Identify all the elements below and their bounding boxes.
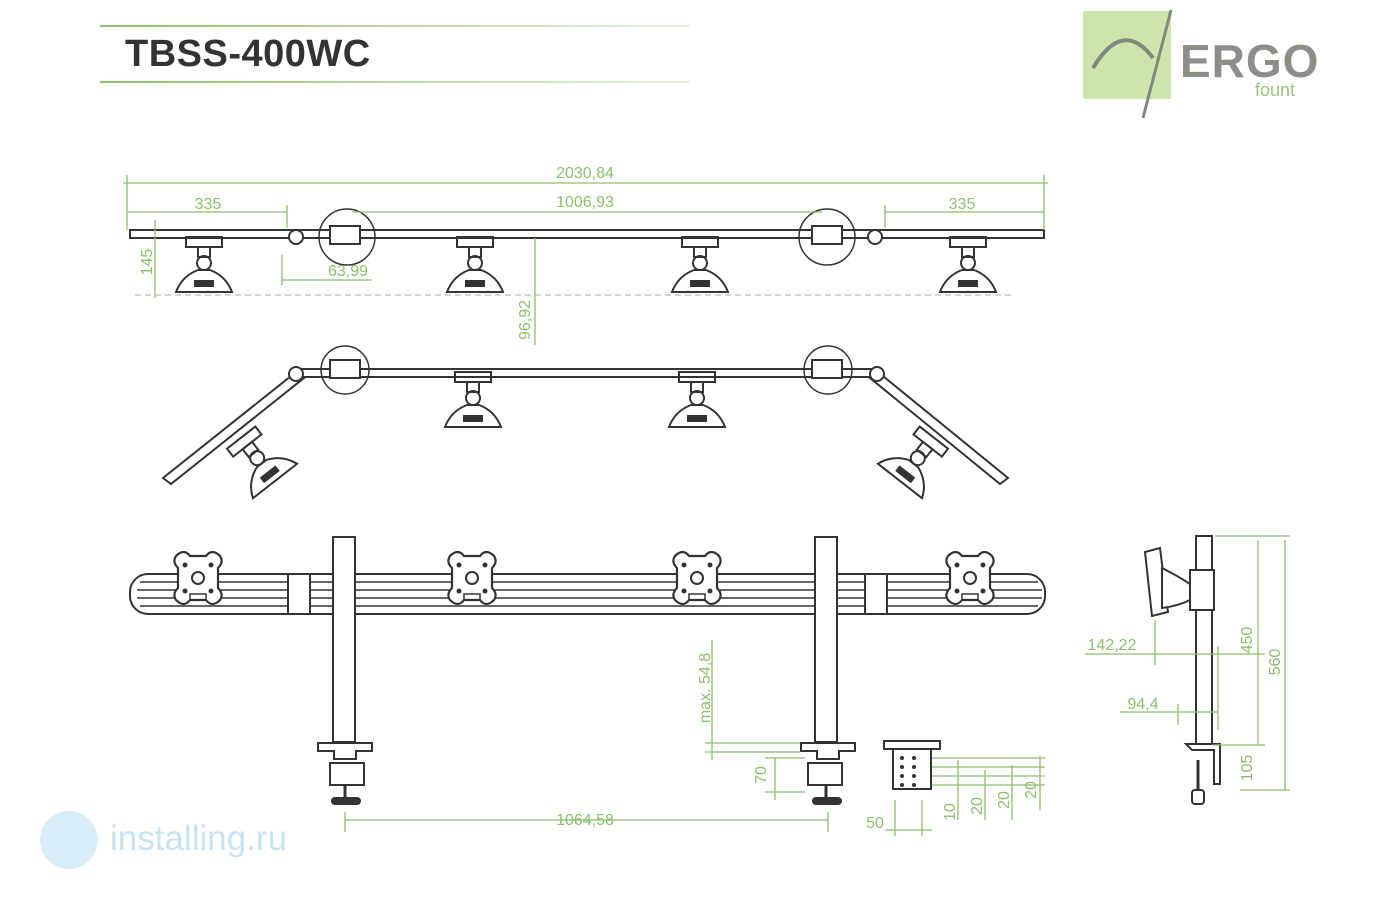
dim-clamp-spacing: 1064,58	[556, 812, 614, 829]
dim-20b: 20	[996, 791, 1013, 809]
top-mount-1	[175, 236, 233, 293]
top-view-straight	[129, 208, 1045, 293]
front-bar	[129, 573, 1046, 615]
vesa-plate-1	[173, 550, 223, 606]
top-joint-right	[867, 229, 883, 245]
watermark-text: installing.ru	[110, 819, 288, 858]
dim-560: 560	[1267, 649, 1284, 676]
vesa-plate-4	[945, 550, 995, 606]
dim-end-left: 335	[195, 196, 222, 213]
dim-6399: 63,99	[328, 263, 368, 280]
dim-145: 145	[139, 249, 156, 276]
dim-14222: 142,22	[1088, 637, 1137, 654]
front-pole-left	[332, 536, 356, 743]
dim-total-length: 2030,84	[556, 165, 614, 182]
title-rule-top	[100, 25, 690, 27]
title-rule-bottom	[100, 81, 690, 83]
top-pole-right	[798, 208, 856, 266]
watermark: installing.ru	[22, 805, 314, 875]
top-view-dimensions	[123, 175, 1048, 345]
top-view-angled	[161, 345, 1010, 500]
dim-end-right: 335	[949, 196, 976, 213]
top-mount-2	[446, 236, 504, 293]
dim-9692: 96,92	[517, 300, 534, 340]
top-pole-left	[318, 208, 376, 266]
dim-70: 70	[753, 766, 770, 784]
top-mount-3	[671, 236, 729, 293]
logo-word: ERGO	[1180, 35, 1320, 87]
logo-green-box	[1083, 11, 1171, 99]
watermark-globe-icon	[40, 811, 98, 869]
dim-20c: 20	[1023, 781, 1040, 799]
vesa-plate-3	[672, 550, 722, 606]
product-title: TBSS-400WC	[125, 33, 371, 75]
logo-arc-icon	[1091, 9, 1173, 118]
ergo-logo: ERGO fount	[1083, 8, 1318, 118]
dim-center-span: 1006,93	[556, 194, 614, 211]
vesa-plate-2	[447, 550, 497, 606]
top-bar	[129, 229, 1045, 239]
dim-20a: 20	[969, 797, 986, 815]
logo-subtitle: fount	[1255, 80, 1296, 100]
dim-450: 450	[1239, 627, 1256, 654]
side-pole	[1195, 535, 1213, 747]
dim-max-548: max. 54,8	[697, 653, 714, 723]
top-mount-4	[939, 236, 997, 293]
front-view-dimensions	[344, 640, 1045, 836]
dim-105: 105	[1239, 755, 1256, 782]
front-pole-right	[814, 536, 838, 743]
side-view-dimensions	[1085, 535, 1290, 791]
front-view	[129, 536, 1046, 805]
dim-50: 50	[866, 815, 884, 832]
side-view	[1143, 535, 1221, 805]
dim-944: 94,4	[1127, 696, 1158, 713]
clamp-detail	[883, 740, 941, 790]
dim-10: 10	[942, 803, 959, 821]
top-joint-left	[288, 229, 304, 245]
